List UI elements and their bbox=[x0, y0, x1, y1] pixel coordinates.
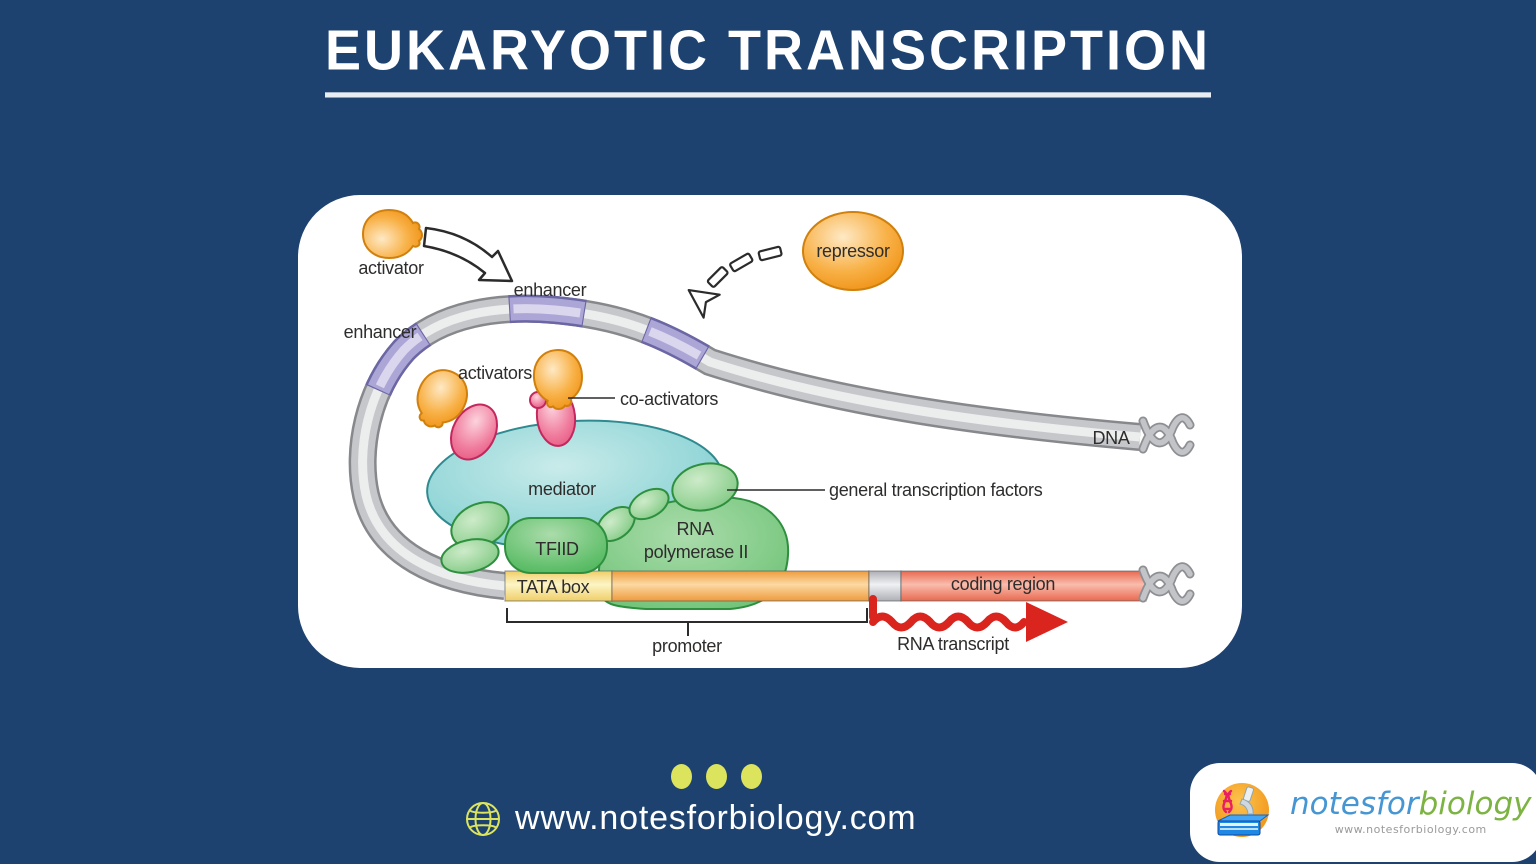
logo-card: notesforbiology www.notesforbiology.com bbox=[1190, 763, 1536, 862]
accent-dots bbox=[671, 764, 762, 789]
book-icon bbox=[1217, 814, 1270, 835]
enhancer-segments bbox=[348, 294, 1142, 600]
logo-brand-notesfor: notesfor bbox=[1290, 786, 1419, 822]
label-tfiid: TFIID bbox=[535, 539, 579, 559]
accent-dot bbox=[741, 764, 762, 789]
label-coding-region: coding region bbox=[951, 574, 1055, 594]
dna-helix-bottom-icon bbox=[1143, 567, 1190, 602]
coding-region-segment bbox=[900, 570, 1147, 602]
accent-dot bbox=[671, 764, 692, 789]
free-activator-blob bbox=[362, 209, 423, 259]
label-mediator: mediator bbox=[528, 479, 596, 499]
footer-website: www.notesforbiology.com bbox=[464, 799, 916, 838]
logo-text-block: notesforbiology www.notesforbiology.com bbox=[1290, 789, 1531, 837]
page-title: EUKARYOTIC TRANSCRIPTION bbox=[324, 18, 1211, 98]
tata-box-segment bbox=[504, 570, 613, 602]
dna-loop bbox=[348, 294, 1190, 600]
label-activators: activators bbox=[458, 363, 532, 383]
label-dna: DNA bbox=[1092, 428, 1129, 448]
label-rna-transcript: RNA transcript bbox=[897, 634, 1009, 654]
label-enhancer-top: enhancer bbox=[514, 280, 587, 300]
label-gtf: general transcription factors bbox=[829, 480, 1043, 500]
promoter-segment bbox=[611, 570, 870, 602]
bottom-strand bbox=[504, 570, 1147, 602]
label-rna-pol-2: polymerase II bbox=[644, 542, 748, 562]
label-activator: activator bbox=[358, 258, 424, 278]
label-tata-box: TATA box bbox=[517, 577, 590, 597]
logo-brand: notesforbiology bbox=[1290, 789, 1531, 820]
gtf-blobs bbox=[440, 462, 739, 574]
activator-arrow-icon bbox=[422, 226, 514, 283]
website-url: www.notesforbiology.com bbox=[515, 799, 917, 837]
transcription-diagram: activator enhancer enhancer activators c… bbox=[344, 209, 1242, 656]
accent-dot bbox=[706, 764, 727, 789]
transcription-diagram-card: activator enhancer enhancer activators c… bbox=[298, 195, 1242, 668]
globe-icon bbox=[466, 801, 500, 836]
header: EUKARYOTIC TRANSCRIPTION bbox=[0, 0, 1536, 98]
notesforbiology-logo-icon bbox=[1215, 782, 1270, 837]
label-enhancer-left: enhancer bbox=[344, 322, 417, 342]
label-rna-pol-1: RNA bbox=[676, 519, 713, 539]
logo-brand-biology: biology bbox=[1418, 786, 1532, 822]
repressor-blob bbox=[802, 211, 904, 291]
rna-transcript-arrow-icon bbox=[869, 595, 1068, 642]
label-promoter: promoter bbox=[652, 636, 722, 656]
logo-url: www.notesforbiology.com bbox=[1334, 823, 1487, 836]
dna-strand-icon bbox=[1222, 789, 1233, 813]
label-co-activators: co-activators bbox=[620, 389, 718, 409]
tfiid-blob bbox=[504, 517, 608, 574]
repressor-dashed-arrow-icon bbox=[687, 245, 783, 319]
promoter-bracket bbox=[506, 608, 868, 636]
dna-helix-top-icon bbox=[1143, 418, 1190, 453]
label-repressor: repressor bbox=[816, 241, 890, 261]
